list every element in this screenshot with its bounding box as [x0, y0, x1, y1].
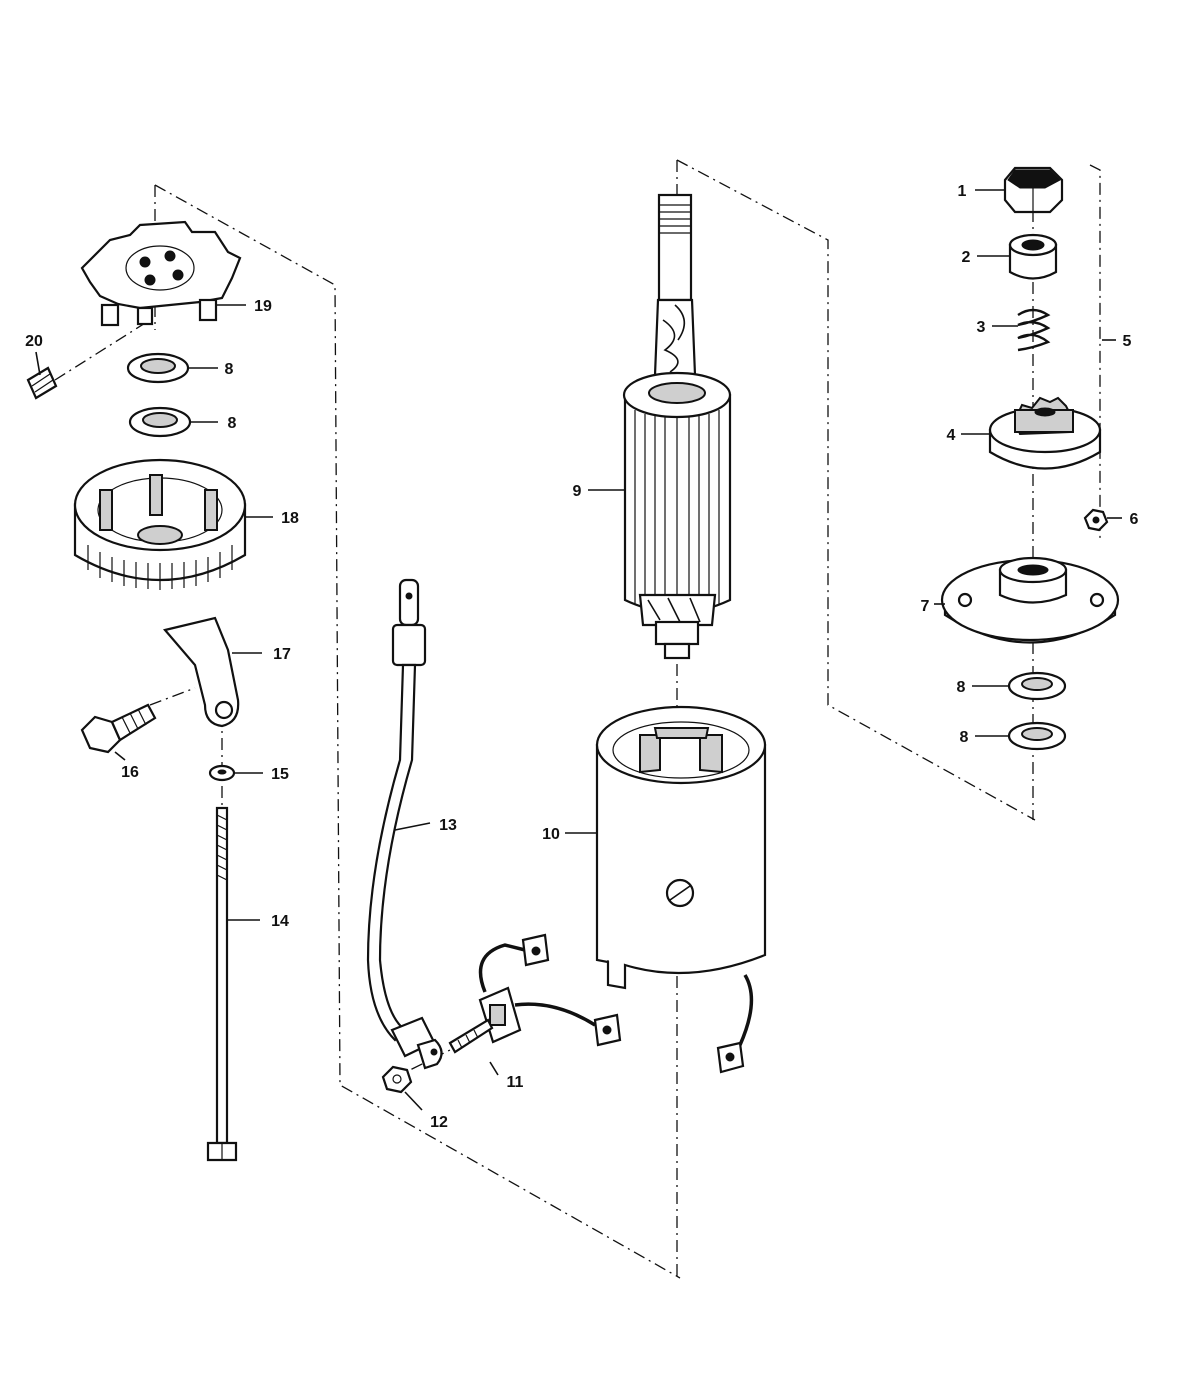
callout-2: 2 — [962, 249, 971, 266]
part-12-nut — [381, 1065, 413, 1094]
callout-7: 7 — [921, 598, 930, 615]
callout-13: 13 — [439, 817, 457, 834]
callout-9: 9 — [573, 483, 582, 500]
callout-4: 4 — [947, 427, 956, 444]
callout-8-right-lower: 8 — [960, 729, 969, 746]
part-10-field-housing — [595, 705, 767, 1074]
callout-19: 19 — [254, 298, 272, 315]
callout-labels: 1 2 3 4 5 6 7 8 8 8 8 9 10 11 12 13 14 1… — [25, 183, 1138, 1131]
callout-8-left-lower: 8 — [228, 415, 237, 432]
part-8-washers-left — [126, 352, 192, 438]
leader-lines — [35, 189, 1122, 1111]
part-15-lockwasher — [208, 764, 236, 782]
callout-20: 20 — [25, 333, 43, 350]
callout-15: 15 — [271, 766, 289, 783]
part-19-brush-plate — [80, 220, 242, 327]
part-16-bolt — [80, 703, 157, 754]
part-2-spacer — [1008, 233, 1058, 280]
part-20-screw — [26, 366, 58, 400]
callout-16: 16 — [121, 764, 139, 781]
part-14-through-bolt — [206, 806, 238, 1162]
callout-5: 5 — [1123, 333, 1132, 350]
callout-1: 1 — [958, 183, 967, 200]
callout-3: 3 — [977, 319, 986, 336]
callout-10: 10 — [542, 826, 560, 843]
callout-6: 6 — [1130, 511, 1139, 528]
callout-17: 17 — [273, 646, 291, 663]
callout-18: 18 — [281, 510, 299, 527]
callout-12: 12 — [430, 1114, 448, 1131]
callout-14: 14 — [271, 913, 289, 930]
part-6-nut — [1083, 508, 1109, 532]
part-11-brush-assembly — [448, 933, 622, 1054]
part-4-pinion — [988, 396, 1102, 470]
callout-11: 11 — [507, 1074, 524, 1091]
part-7-drive-end-cap — [940, 556, 1120, 644]
callout-8-right-upper: 8 — [957, 679, 966, 696]
part-8-washers-right — [1007, 671, 1067, 751]
part-13-lead-wire — [366, 578, 443, 1070]
callout-8-left-upper: 8 — [225, 361, 234, 378]
part-1-nut — [1003, 166, 1064, 214]
part-3-spring — [1017, 308, 1051, 352]
part-18-end-frame — [73, 458, 247, 590]
part-9-armature — [622, 193, 732, 660]
part-17-bracket — [162, 616, 240, 728]
